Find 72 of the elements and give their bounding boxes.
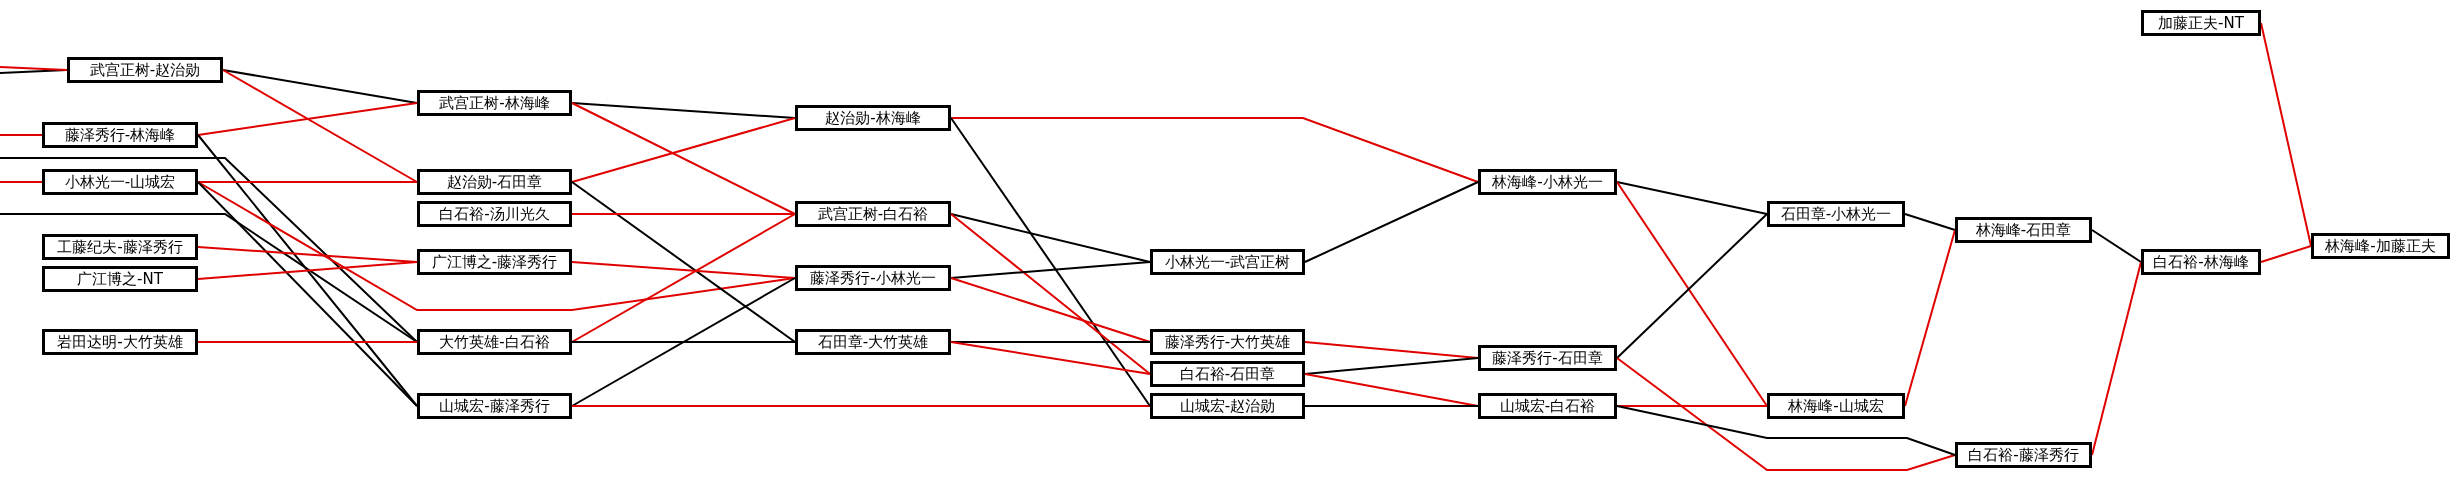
bracket-line	[1616, 405, 1768, 407]
match-box: 石田章-小林光一	[1767, 201, 1905, 227]
match-box: 藤泽秀行-大竹英雄	[1150, 329, 1305, 355]
bracket-line	[197, 181, 418, 183]
bracket-line	[0, 134, 43, 136]
match-box: 白石裕-藤泽秀行	[1955, 442, 2092, 468]
bracket-line	[950, 213, 1151, 375]
bracket-line	[571, 277, 796, 407]
bracket-line	[571, 102, 796, 119]
bracket-line	[571, 341, 796, 343]
match-box: 赵治勋-林海峰	[795, 105, 951, 131]
bracket-line	[950, 277, 1151, 343]
match-box: 山城宏-藤泽秀行	[417, 393, 572, 419]
bracket-line	[571, 102, 796, 215]
bracket-line	[950, 117, 1151, 407]
bracket-line	[571, 213, 796, 343]
match-box: 武宫正树-赵治勋	[67, 57, 223, 83]
bracket-line	[950, 213, 1151, 263]
bracket-line	[0, 66, 68, 71]
match-box: 武宫正树-林海峰	[417, 90, 572, 116]
match-box: 大竹英雄-白石裕	[417, 329, 572, 355]
match-box: 石田章-大竹英雄	[795, 329, 951, 355]
bracket-line	[2260, 22, 2312, 247]
bracket-line	[197, 341, 418, 343]
match-box: 藤泽秀行-林海峰	[42, 122, 198, 148]
bracket-line	[197, 181, 418, 407]
match-box: 广江博之-藤泽秀行	[417, 249, 572, 275]
bracket-line	[1304, 405, 1479, 407]
bracket-line	[950, 117, 1479, 183]
bracket-line	[197, 102, 418, 136]
bracket-line	[222, 69, 418, 183]
match-box: 白石裕-汤川光久	[417, 201, 572, 227]
bracket-line	[1904, 229, 1956, 407]
match-box: 林海峰-加藤正夫	[2311, 233, 2450, 259]
match-box: 工藤纪夫-藤泽秀行	[42, 234, 198, 260]
bracket-line	[1616, 357, 1956, 471]
bracket-line	[0, 181, 43, 183]
bracket-line	[571, 405, 1151, 407]
match-box: 山城宏-白石裕	[1478, 393, 1617, 419]
bracket-line	[2260, 245, 2312, 263]
bracket-line	[2091, 261, 2142, 456]
bracket-line	[1904, 213, 1956, 231]
bracket-line	[1616, 181, 1768, 215]
match-box: 山城宏-赵治勋	[1150, 393, 1305, 419]
bracket-line	[1304, 181, 1479, 263]
match-box: 小林光一-山城宏	[42, 169, 198, 195]
bracket-line	[571, 261, 796, 279]
bracket-line	[0, 157, 418, 343]
bracket-line	[571, 213, 796, 215]
match-box: 加藤正夫-NT	[2141, 10, 2261, 36]
match-box: 白石裕-林海峰	[2141, 249, 2261, 275]
bracket-line	[1616, 213, 1768, 359]
bracket-line	[950, 261, 1151, 279]
match-box: 小林光一-武宫正树	[1150, 249, 1305, 275]
match-box: 岩田达明-大竹英雄	[42, 329, 198, 355]
bracket-line	[950, 341, 1151, 375]
bracket-line	[571, 181, 796, 343]
match-box: 林海峰-小林光一	[1478, 169, 1617, 195]
bracket-line	[197, 261, 418, 280]
match-box: 白石裕-石田章	[1150, 361, 1305, 387]
match-box: 林海峰-山城宏	[1767, 393, 1905, 419]
match-box: 藤泽秀行-小林光一	[795, 265, 951, 291]
bracket-line	[1616, 181, 1768, 407]
bracket-line	[2091, 229, 2142, 263]
match-box: 武宫正树-白石裕	[795, 201, 951, 227]
bracket-line	[571, 117, 796, 183]
match-box: 广江博之-NT	[42, 266, 198, 292]
match-box: 藤泽秀行-石田章	[1478, 345, 1617, 371]
match-box: 林海峰-石田章	[1955, 217, 2092, 243]
bracket-line	[1616, 405, 1956, 456]
bracket-line	[0, 213, 418, 343]
match-box: 赵治勋-石田章	[417, 169, 572, 195]
